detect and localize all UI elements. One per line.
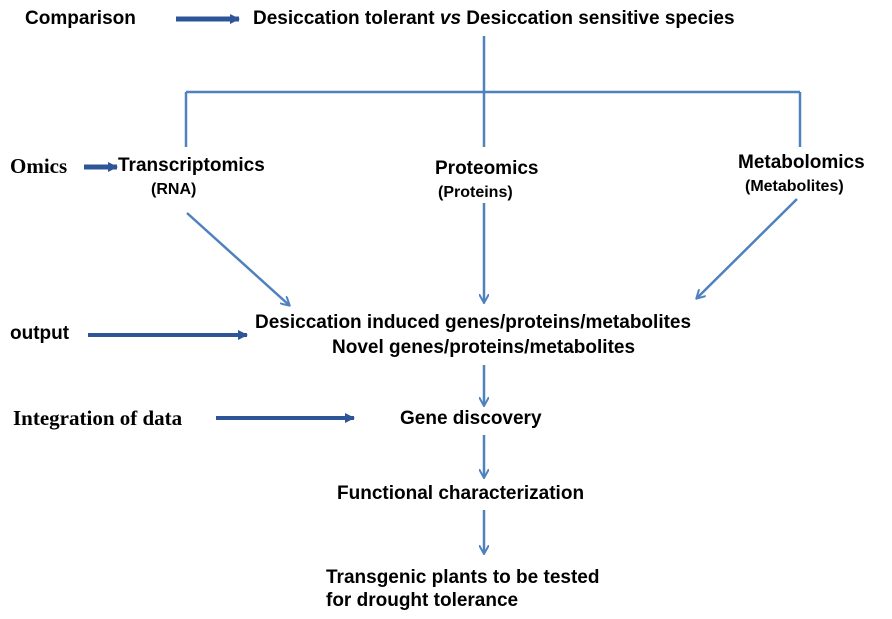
output-line-1: Desiccation induced genes/proteins/metab… (255, 312, 692, 333)
proteomics-label: Proteomics (435, 158, 539, 179)
metabolomics-to-output-arrow (697, 198, 798, 298)
metabolomics-sub-label: (Metabolites) (745, 178, 844, 195)
transgenic-line-2: for drought tolerance (326, 590, 519, 611)
output-line-2: Novel genes/proteins/metabolites (332, 337, 636, 358)
omics-label: Omics (10, 154, 68, 178)
functional-characterization-label: Functional characterization (337, 483, 585, 504)
proteomics-sub-label: (Proteins) (438, 184, 513, 201)
gene-discovery-label: Gene discovery (400, 408, 542, 429)
comparison-label: Comparison (25, 8, 136, 29)
comparison-vs-text: vs (439, 8, 462, 29)
transcriptomics-to-output-arrow (186, 212, 289, 305)
comparison-sensitive-text: Desiccation sensitive species (461, 8, 735, 29)
transcriptomics-sub-label: (RNA) (151, 181, 197, 198)
comparison-title: Desiccation tolerant vs Desiccation sens… (253, 8, 735, 30)
integration-label: Integration of data (13, 406, 183, 430)
comparison-tolerant-text: Desiccation tolerant (253, 8, 440, 29)
transgenic-line-1: Transgenic plants to be tested (326, 567, 600, 588)
transcriptomics-label: Transcriptomics (118, 155, 265, 176)
output-label: output (10, 323, 70, 344)
metabolomics-label: Metabolomics (738, 152, 865, 173)
